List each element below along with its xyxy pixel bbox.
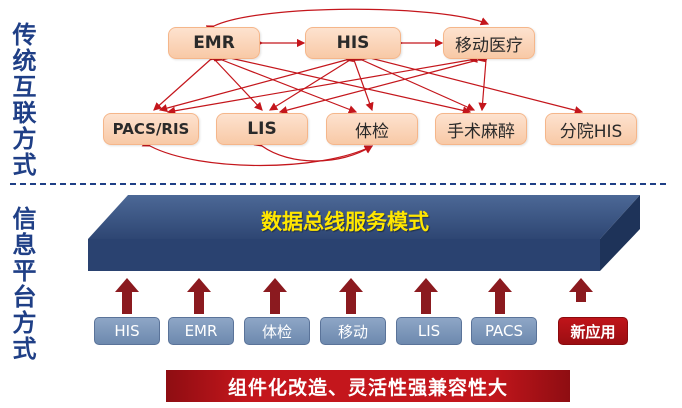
component-checkup: 体检 (244, 317, 310, 345)
connection-lines (141, 8, 584, 167)
bus-title: 数据总线服务模式 (261, 210, 429, 234)
component-mobile: 移动 (320, 317, 386, 345)
node-mobile-medical: 移动医疗 (443, 27, 535, 59)
node-emr: EMR (168, 27, 260, 59)
up-arrows (115, 278, 593, 314)
node-anesthesia: 手术麻醉 (435, 113, 527, 145)
platform-section-label: 信 息 平 台 方 式 (12, 205, 38, 363)
node-lis: LIS (216, 113, 308, 145)
node-branch-his: 分院HIS (545, 113, 637, 145)
component-pacs: PACS (471, 317, 537, 345)
data-bus-slab (88, 195, 640, 271)
node-pacs-ris: PACS/RIS (103, 113, 199, 145)
component-emr: EMR (168, 317, 234, 345)
section-divider (10, 183, 666, 185)
bottom-banner: 组件化改造、灵活性强兼容性大 (166, 370, 570, 402)
component-lis: LIS (396, 317, 462, 345)
traditional-section-label: 传 统 互 联 方 式 (12, 21, 38, 179)
component-his: HIS (94, 317, 160, 345)
node-checkup: 体检 (326, 113, 418, 145)
component-new-application: 新应用 (558, 317, 628, 345)
node-his: HIS (305, 27, 401, 59)
